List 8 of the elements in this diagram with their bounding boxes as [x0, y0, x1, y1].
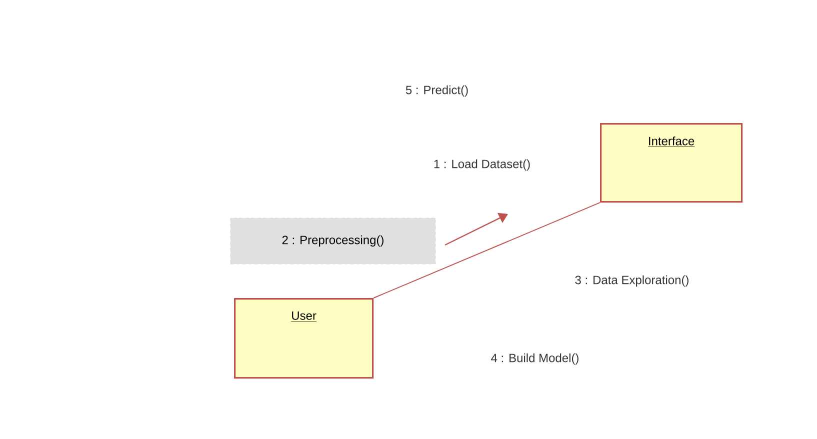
- message-label: 3 : Data Exploration(): [575, 275, 688, 287]
- message-label: 1 : Load Dataset(): [434, 159, 530, 171]
- message-label: 4 : Build Model(): [491, 353, 578, 365]
- object-box: User: [234, 298, 374, 379]
- message-label: 2 : Preprocessing(): [230, 218, 436, 264]
- connector-line: [373, 202, 600, 298]
- object-box: Interface: [600, 123, 743, 203]
- message-label: 5 : Predict(): [406, 85, 468, 97]
